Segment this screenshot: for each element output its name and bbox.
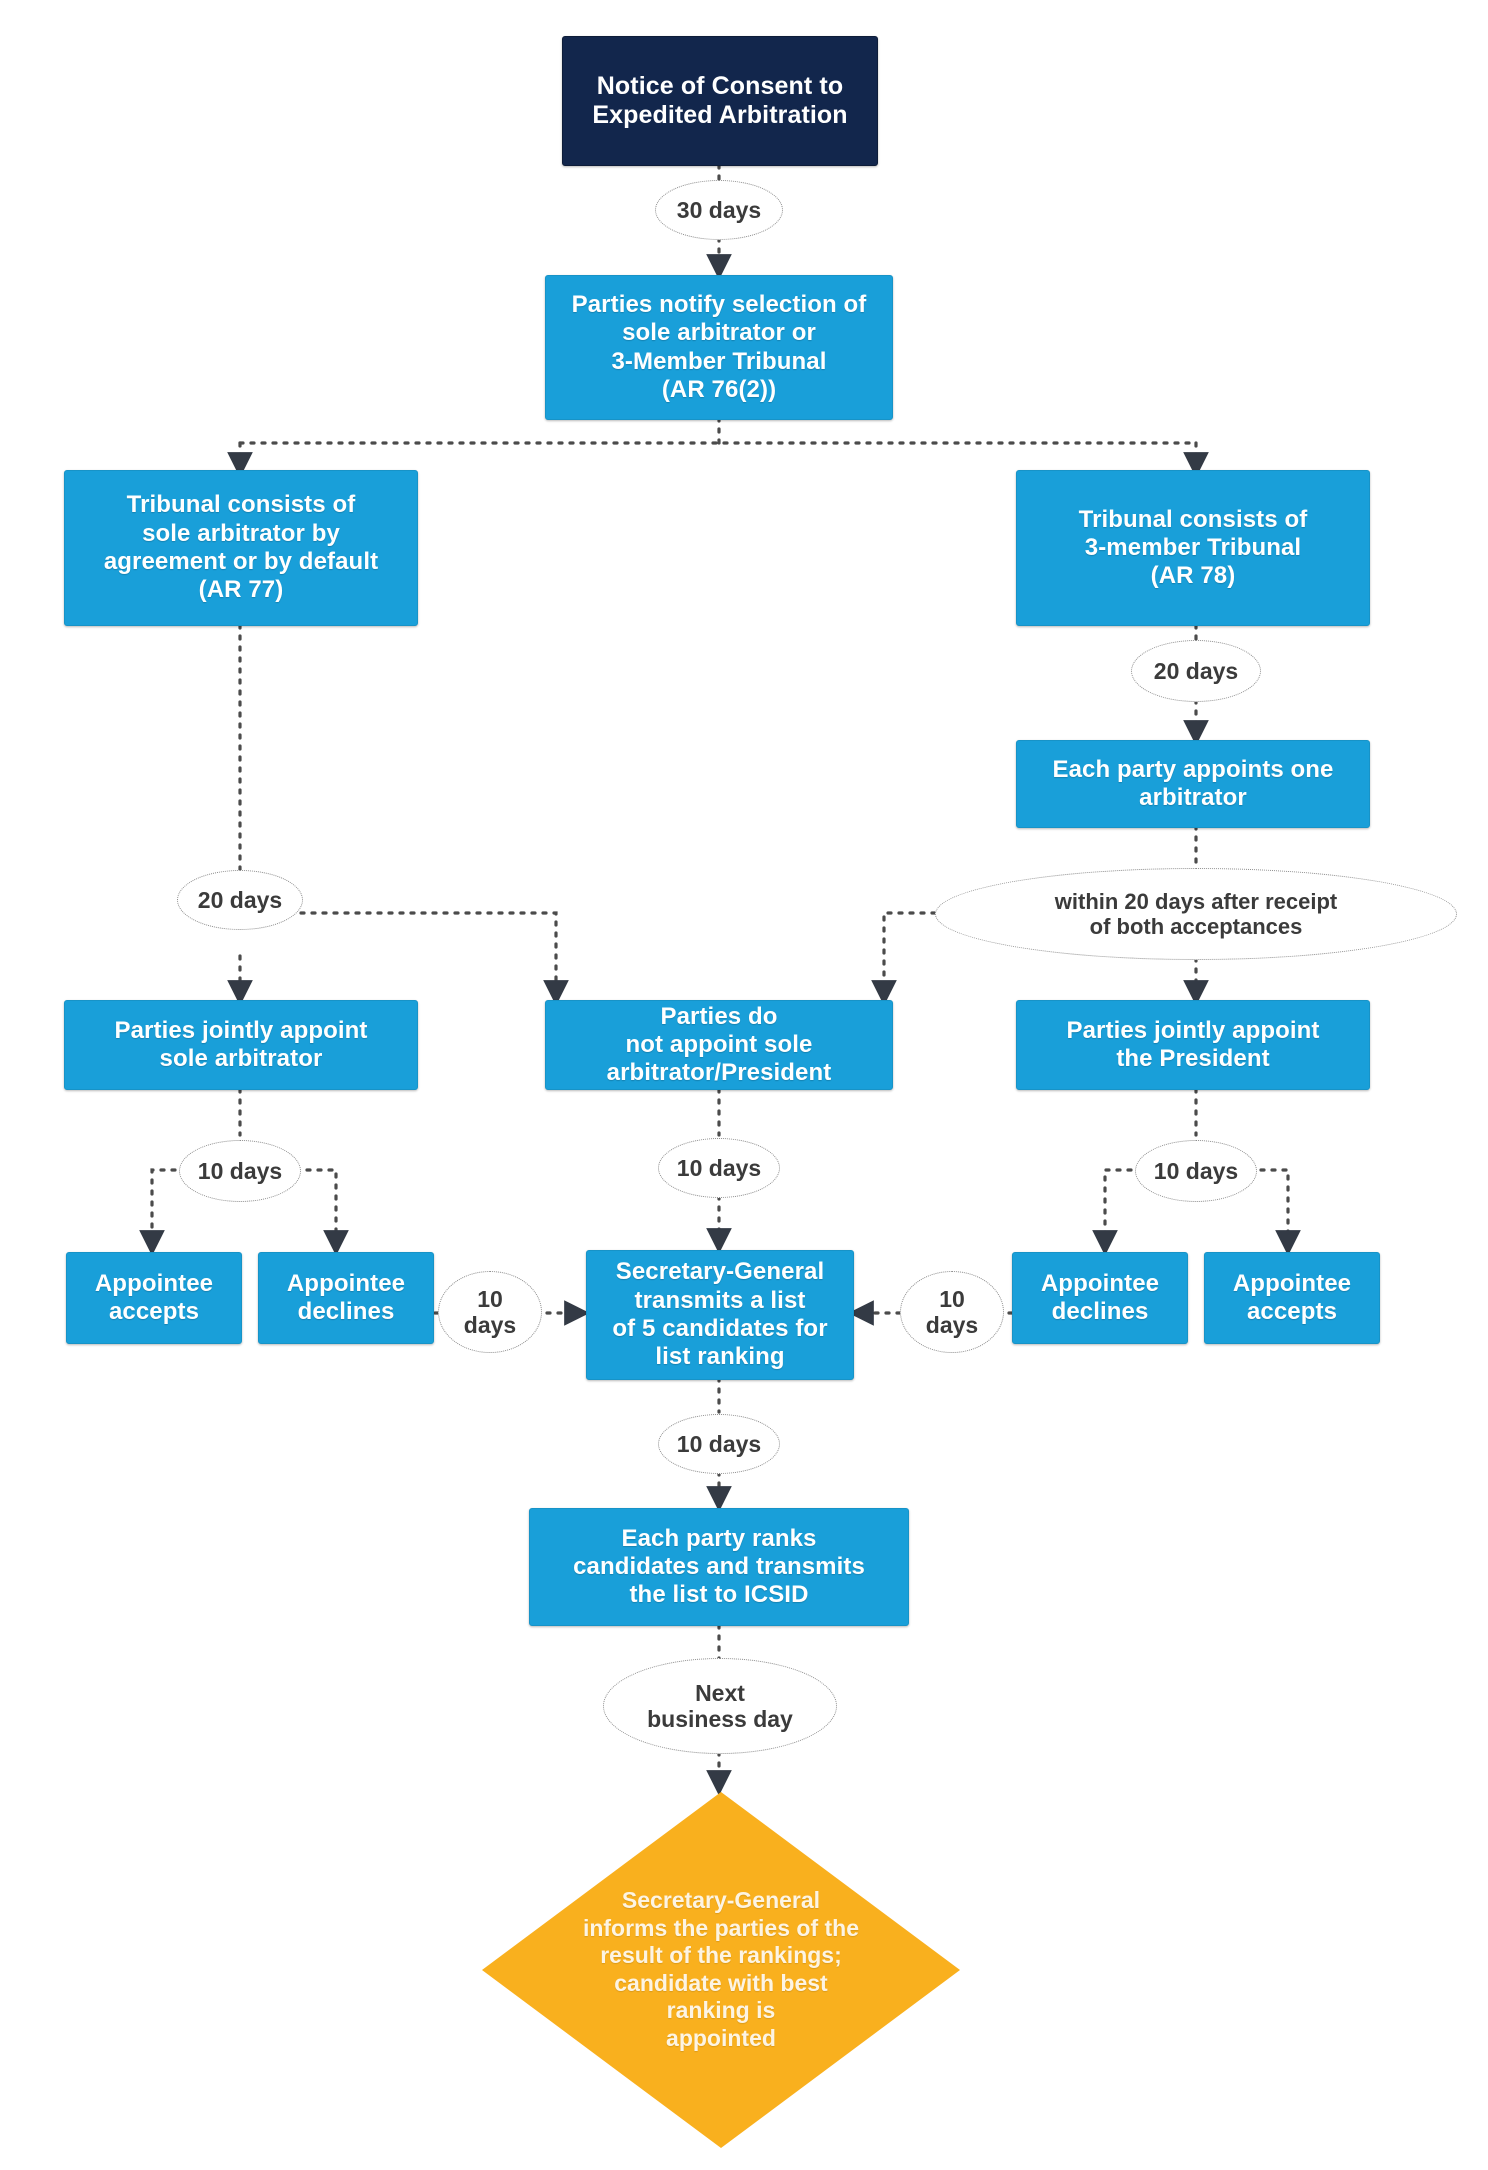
node-secretary-general-transmits-list[interactable]: Secretary-General transmits a list of 5 …	[586, 1250, 854, 1380]
node-parties-jointly-appoint-president[interactable]: Parties jointly appoint the President	[1016, 1000, 1370, 1090]
node-parties-do-not-appoint[interactable]: Parties do not appoint sole arbitrator/P…	[545, 1000, 893, 1090]
node-secretary-general-informs-result[interactable]: Secretary-General informs the parties of…	[482, 1792, 960, 2148]
node-left-appointee-accepts[interactable]: Appointee accepts	[66, 1252, 242, 1344]
edge-label-10-days-right-to-sg: 10 days	[900, 1271, 1004, 1353]
edge-label-next-business-day: Next business day	[603, 1658, 837, 1754]
node-tribunal-three-member[interactable]: Tribunal consists of 3-member Tribunal (…	[1016, 470, 1370, 626]
node-parties-jointly-appoint-sole[interactable]: Parties jointly appoint sole arbitrator	[64, 1000, 418, 1090]
edge-label-10-days-center: 10 days	[658, 1138, 780, 1198]
node-tribunal-sole-arbitrator[interactable]: Tribunal consists of sole arbitrator by …	[64, 470, 418, 626]
node-each-party-appoints-arbitrator[interactable]: Each party appoints one arbitrator	[1016, 740, 1370, 828]
edge-label-20-days-left: 20 days	[177, 870, 303, 930]
node-each-party-ranks-candidates[interactable]: Each party ranks candidates and transmit…	[529, 1508, 909, 1626]
edge-label-within-20-days-acceptances: within 20 days after receipt of both acc…	[935, 868, 1457, 960]
node-right-appointee-declines[interactable]: Appointee declines	[1012, 1252, 1188, 1344]
edge-label-10-days-left-branch: 10 days	[179, 1140, 301, 1202]
edge-label-10-days-left-to-sg: 10 days	[438, 1271, 542, 1353]
edge-label-20-days-right: 20 days	[1131, 640, 1261, 702]
edge-label-30-days: 30 days	[655, 180, 783, 240]
diamond-label: Secretary-General informs the parties of…	[582, 1887, 859, 2052]
node-notice-of-consent[interactable]: Notice of Consent to Expedited Arbitrati…	[562, 36, 878, 166]
node-left-appointee-declines[interactable]: Appointee declines	[258, 1252, 434, 1344]
node-parties-notify-selection[interactable]: Parties notify selection of sole arbitra…	[545, 275, 893, 420]
edge-label-10-days-to-ranks: 10 days	[658, 1414, 780, 1474]
edge-label-10-days-right-branch: 10 days	[1135, 1140, 1257, 1202]
node-right-appointee-accepts[interactable]: Appointee accepts	[1204, 1252, 1380, 1344]
